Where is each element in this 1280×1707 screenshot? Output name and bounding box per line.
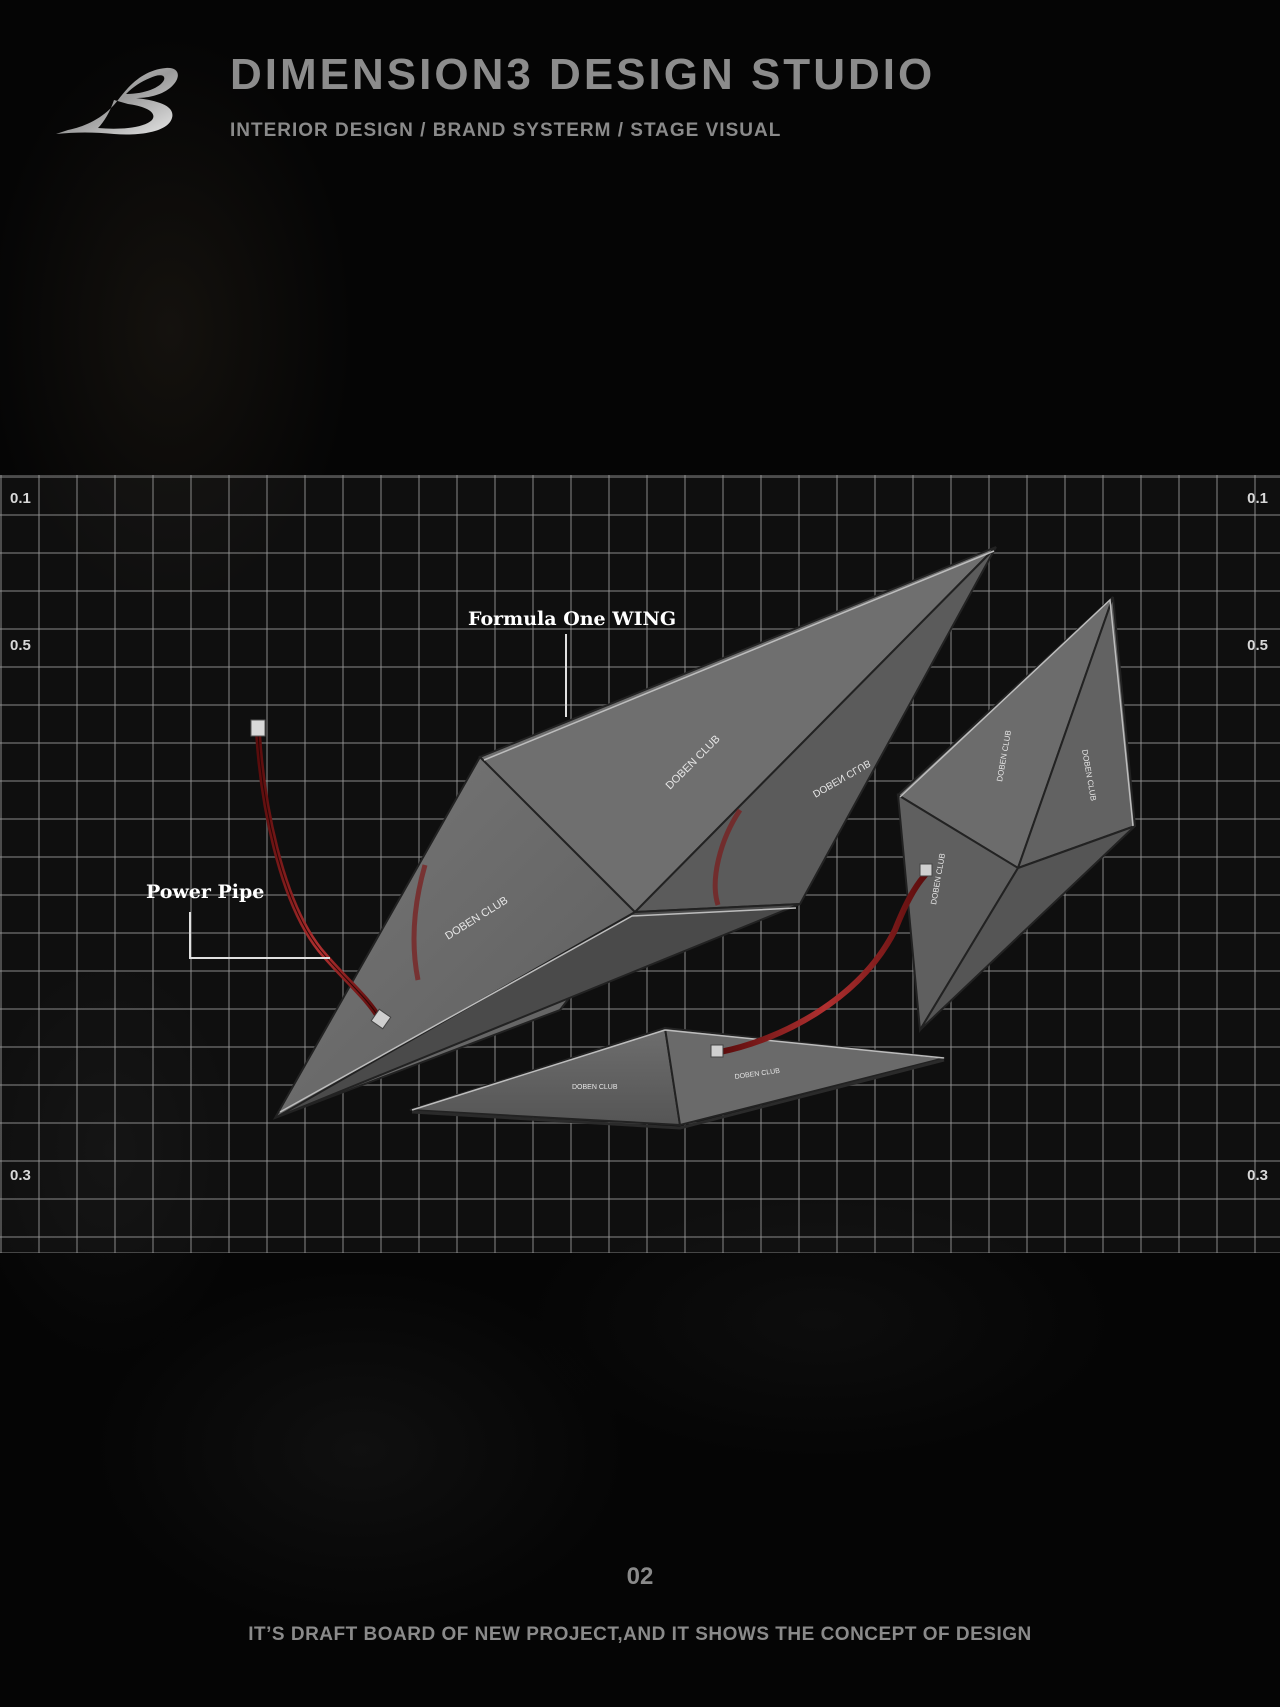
pipe-connector-bottom [370,1008,392,1030]
large-wing-panel [272,546,997,1120]
studio-logo [56,67,178,135]
side-wing-panel [896,596,1137,1034]
pipe-connector-side [919,863,933,877]
footer-caption: IT’S DRAFT BOARD OF NEW PROJECT,AND IT S… [248,1624,1032,1645]
studio-title: DIMENSION3 DESIGN STUDIO [230,50,936,99]
scale-mark-left-bottom: 0.3 [10,1167,31,1184]
page-number: 02 [626,1563,654,1590]
scale-mark-right-bottom: 0.3 [1247,1167,1268,1184]
brand-text-lower-wing: DOBEN CLUB [572,1084,618,1091]
header: DIMENSION3 DESIGN STUDIO INTERIOR DESIGN… [0,0,1280,160]
lower-wing-panel [409,1026,946,1130]
pipe-callout-line [189,912,330,959]
scale-mark-right-middle: 0.5 [1247,637,1268,654]
scale-mark-left-top: 0.1 [10,490,31,507]
studio-subtitle: INTERIOR DESIGN / BRAND SYSTERM / STAGE … [230,120,782,141]
pipe-connector-top [250,719,266,737]
pipe-connector-lower [710,1044,724,1058]
scale-mark-right-top: 0.1 [1247,490,1268,507]
power-pipe-secondary [719,869,931,1055]
pipe-callout-label: Power Pipe [146,881,265,903]
wing-callout-label: Formula One WING [468,608,677,630]
scale-mark-left-middle: 0.5 [10,637,31,654]
